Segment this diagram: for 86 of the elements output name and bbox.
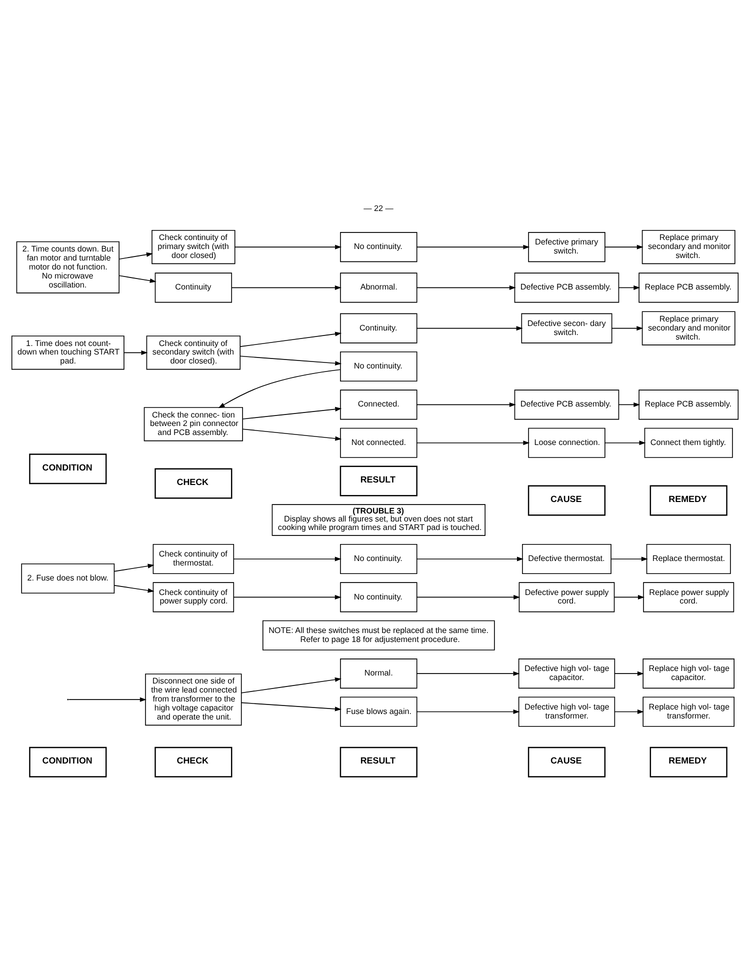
arrow: [604, 440, 646, 445]
arrow: [416, 708, 520, 714]
node-box: Replace primary secondary and monitor switch.: [642, 230, 736, 264]
node-box: No continuity.: [340, 544, 418, 574]
arrow: [233, 556, 342, 561]
arrow: [240, 355, 342, 366]
arrow: [610, 556, 648, 561]
node-box: Check continuity of thermostat.: [152, 544, 234, 574]
node-box: Replace primary secondary and monitor switch.: [642, 310, 736, 345]
arrow: [416, 244, 530, 249]
node-box: Check continuity of power supply cord.: [152, 582, 234, 612]
node-box: Fuse blows again.: [340, 696, 418, 726]
node-box: (TROUBLE 3) Display shows all figures set, but oven does not start cooking while program times and START pad is touched.: [272, 504, 486, 536]
node-box: Not connected.: [340, 427, 418, 458]
node-box: 2. Time counts down. But fan motor and turntable motor do not function. No microwave oscillation.: [16, 240, 120, 293]
arrow: [416, 326, 523, 330]
node-box: Continuity.: [340, 312, 418, 343]
node-box: Continuity: [154, 272, 232, 302]
node-box: Check continuity of secondary switch (with door closed).: [146, 335, 241, 370]
node-box: Defective power supply cord.: [518, 582, 615, 612]
node-box: Check continuity of primary switch (with door closed): [152, 230, 236, 264]
arrow: [614, 708, 644, 714]
node-box: Defective PCB assembly.: [514, 389, 620, 420]
arrow: [416, 670, 520, 676]
node-box: CAUSE: [528, 484, 606, 516]
arrow: [416, 402, 516, 406]
node-box: Normal.: [340, 658, 418, 688]
node-box: RESULT: [340, 746, 418, 777]
node-box: Defective thermostat.: [522, 544, 612, 574]
node-box: Defective primary switch.: [528, 232, 606, 262]
arrow: [233, 594, 342, 599]
arrow: [242, 428, 342, 440]
node-box: No continuity.: [340, 350, 418, 381]
arrow: [234, 244, 342, 249]
node-box: Replace high vol- tage transformer.: [642, 696, 734, 726]
node-box: CAUSE: [528, 746, 606, 777]
node-box: REMEDY: [650, 746, 728, 777]
arrow: [618, 402, 640, 406]
node-box: Defective high vol- tage transformer.: [518, 696, 616, 726]
node-box: Abnormal.: [340, 272, 418, 302]
node-box: CHECK: [154, 746, 232, 777]
node-box: Check the connec- tion between 2 pin connector and PCB assembly.: [144, 406, 243, 441]
arrow: [614, 594, 644, 599]
node-box: Defective high vol- tage capacitor.: [518, 658, 616, 688]
arrow: [618, 284, 640, 290]
arrow: [118, 274, 156, 282]
node-box: CONDITION: [29, 453, 107, 484]
node-box: Defective secon- dary switch.: [521, 312, 612, 343]
node-box: NOTE: All these switches must be replaced at the same time. Refer to page 18 for adjustement procedure.: [262, 620, 495, 650]
arrow: [114, 563, 154, 572]
node-box: Replace PCB assembly.: [638, 272, 739, 302]
arrow: [614, 670, 644, 676]
node-box: No continuity.: [340, 582, 418, 612]
arrow: [124, 350, 148, 354]
node-box: Replace power supply cord.: [643, 582, 734, 612]
label: — 22 —: [364, 203, 394, 212]
arrow: [231, 284, 342, 290]
arrow: [240, 331, 342, 346]
node-box: Replace PCB assembly.: [638, 389, 739, 420]
arrow: [118, 252, 153, 259]
arrow: [68, 696, 146, 702]
arrow: [612, 326, 644, 330]
arrow: [416, 440, 530, 445]
node-box: 1. Time does not count-down when touching START pad.: [11, 335, 124, 370]
arrow: [241, 676, 342, 693]
node-box: Defective PCB assembly.: [514, 272, 620, 302]
node-box: Connected.: [340, 389, 418, 420]
node-box: REMEDY: [650, 484, 728, 516]
node-box: Loose connection.: [528, 427, 606, 458]
arrow: [416, 284, 516, 290]
node-box: No continuity.: [340, 232, 418, 262]
arrow: [604, 244, 644, 249]
node-box: Disconnect one side of the wire lead connected from transformer to the high voltage capacitor and operate the unit.: [145, 673, 242, 726]
arrow: [114, 584, 154, 592]
node-box: CHECK: [154, 468, 232, 498]
node-box: CONDITION: [29, 746, 107, 777]
node-box: 2. Fuse does not blow.: [21, 563, 115, 594]
node-box: RESULT: [340, 465, 418, 496]
node-box: Connect them tightly.: [644, 427, 733, 458]
node-box: Replace high vol- tage capacitor.: [642, 658, 734, 688]
arrow: [242, 406, 342, 419]
arrow: [218, 368, 341, 408]
arrow: [416, 594, 520, 599]
arrow: [241, 702, 342, 711]
node-box: Replace thermostat.: [646, 544, 731, 574]
arrow: [416, 556, 524, 561]
